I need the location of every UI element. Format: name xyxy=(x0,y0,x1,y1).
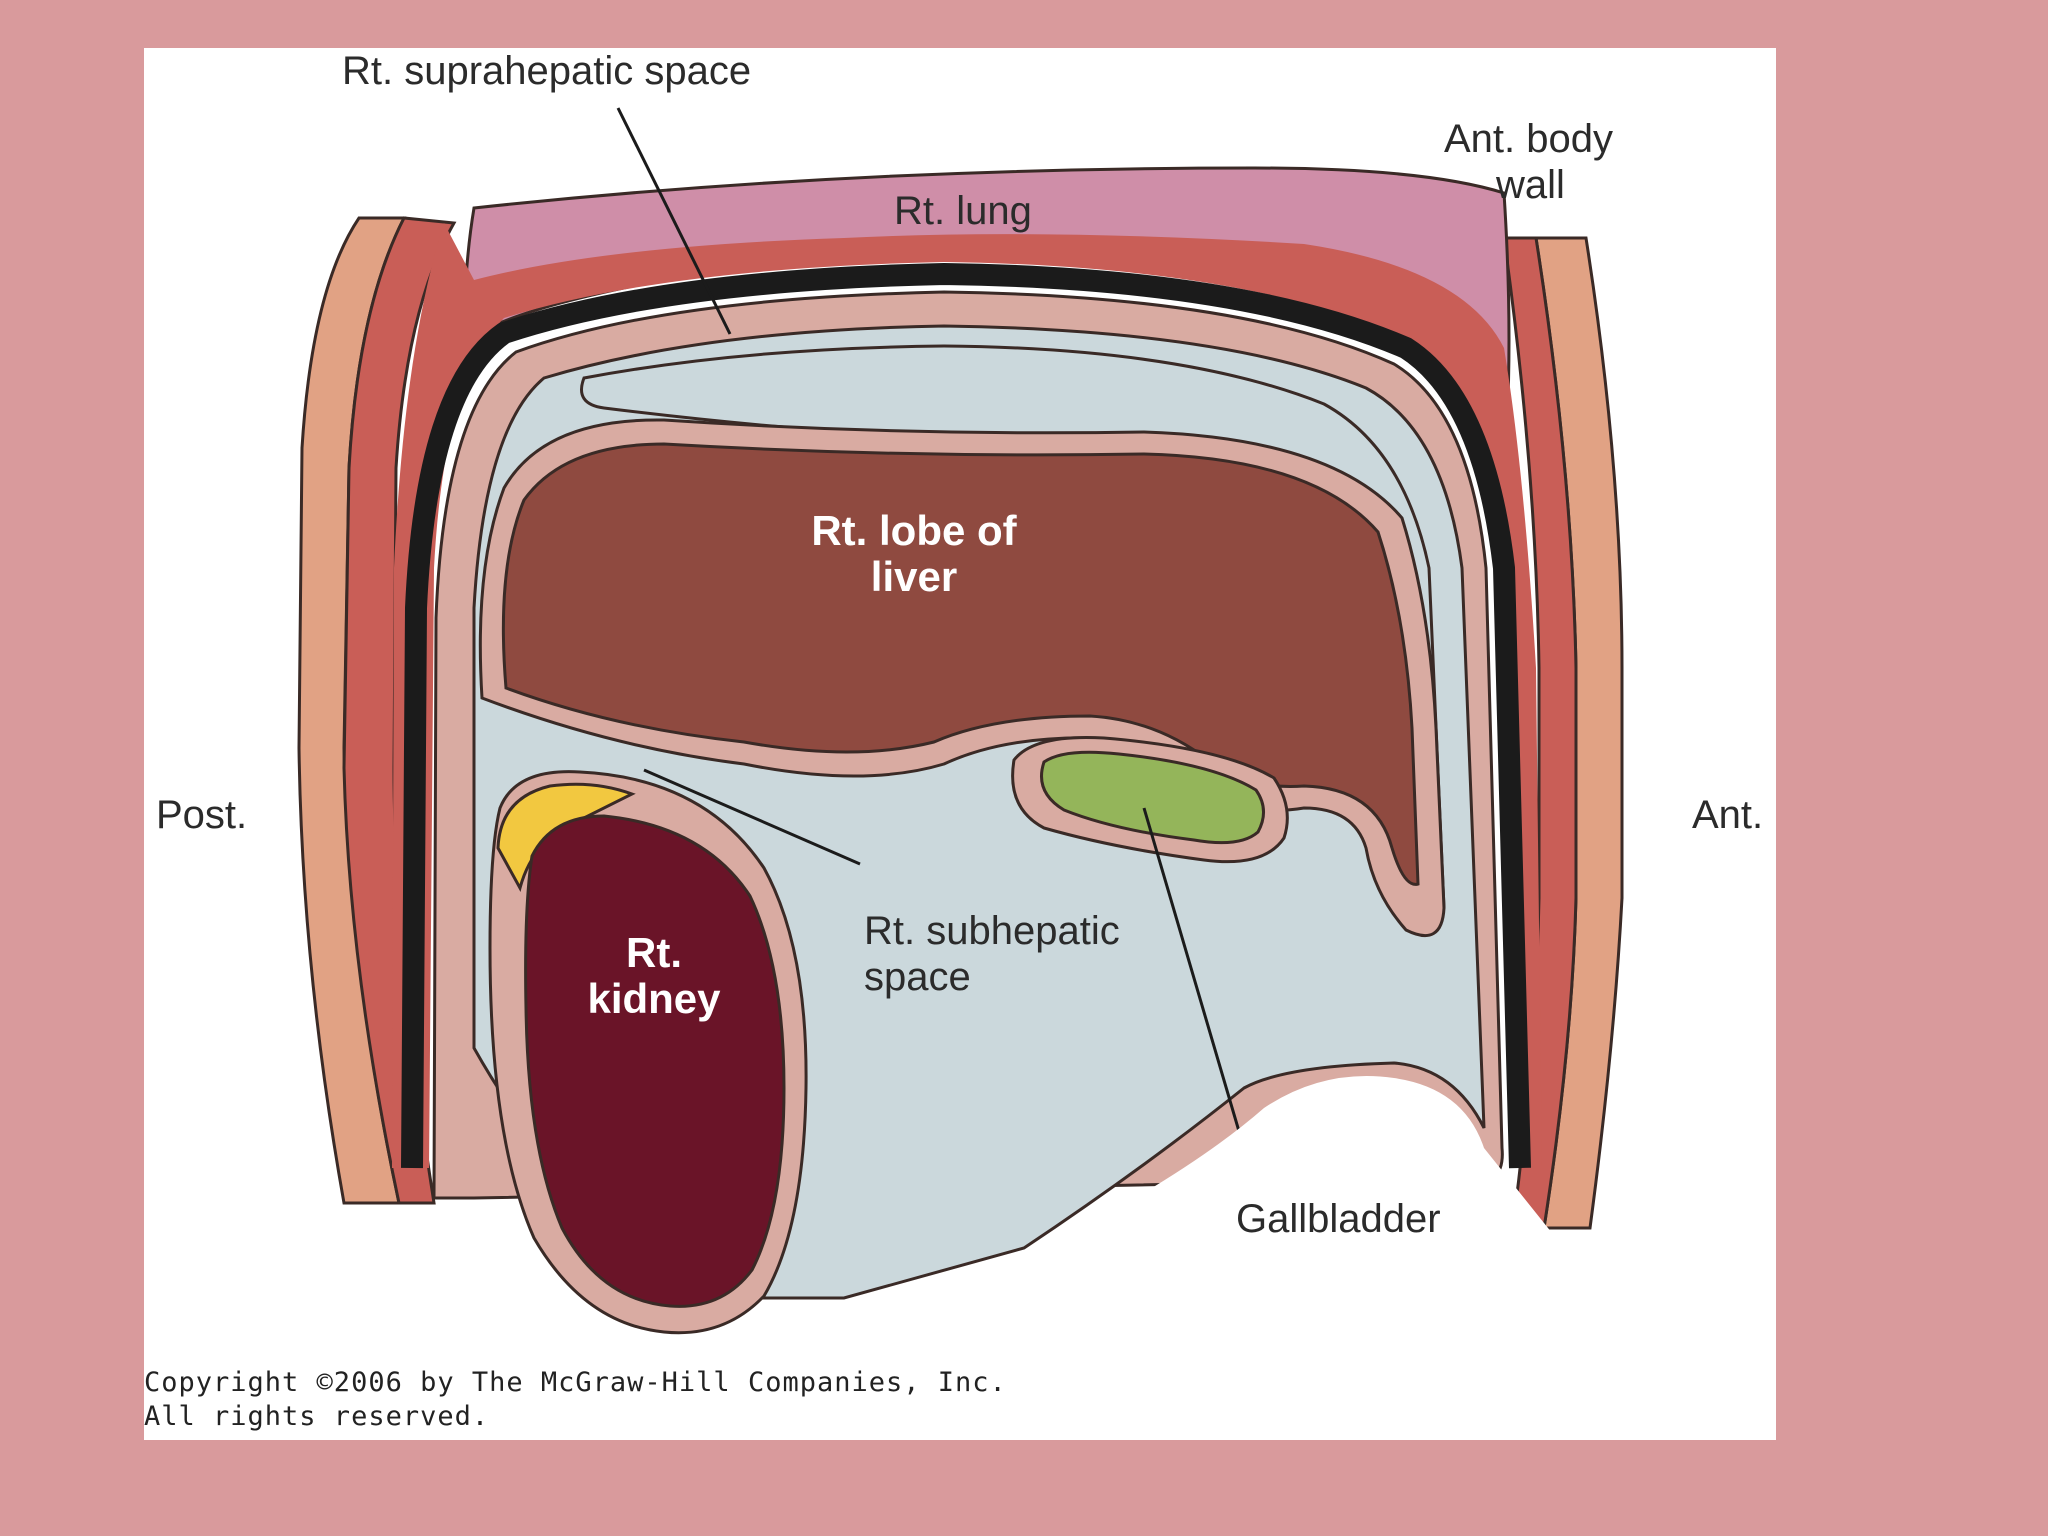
subhepatic-leader xyxy=(643,768,861,866)
diagram-panel: Rt. suprahepatic space Ant. body wall Rt… xyxy=(144,48,1776,1440)
lower-right-cutout xyxy=(964,1076,1776,1440)
label-suprahepatic-space: Rt. suprahepatic space xyxy=(342,49,752,93)
label-liver-2: liver xyxy=(870,553,958,600)
copyright-line-1: Copyright ©2006 by The McGraw-Hill Compa… xyxy=(144,1367,1007,1398)
anatomy-illustration xyxy=(297,107,1776,1440)
suprahepatic-leader xyxy=(616,107,732,335)
gallbladder xyxy=(1040,750,1265,845)
label-ant-body-wall-2: wall xyxy=(1496,163,1565,207)
copyright-line-2: All rights reserved. xyxy=(144,1401,490,1432)
label-liver-1: Rt. lobe of xyxy=(811,507,1017,554)
diaphragm xyxy=(401,263,1531,1169)
label-gallbladder: Gallbladder xyxy=(1236,1197,1441,1241)
label-ant-body-wall-1: Ant. body xyxy=(1444,117,1614,161)
label-kidney-1: Rt. xyxy=(626,929,682,976)
label-subhepatic-1: Rt. subhepatic xyxy=(864,909,1120,953)
right-lobe-of-liver xyxy=(501,442,1420,886)
label-posterior: Post. xyxy=(156,793,248,837)
right-kidney xyxy=(524,814,786,1308)
diaphragm-muscle xyxy=(392,223,1542,1168)
label-right-lung: Rt. lung xyxy=(894,189,1032,233)
label-subhepatic-2: space xyxy=(864,955,971,999)
label-kidney-2: kidney xyxy=(587,975,721,1022)
label-anterior: Ant. xyxy=(1692,793,1764,837)
